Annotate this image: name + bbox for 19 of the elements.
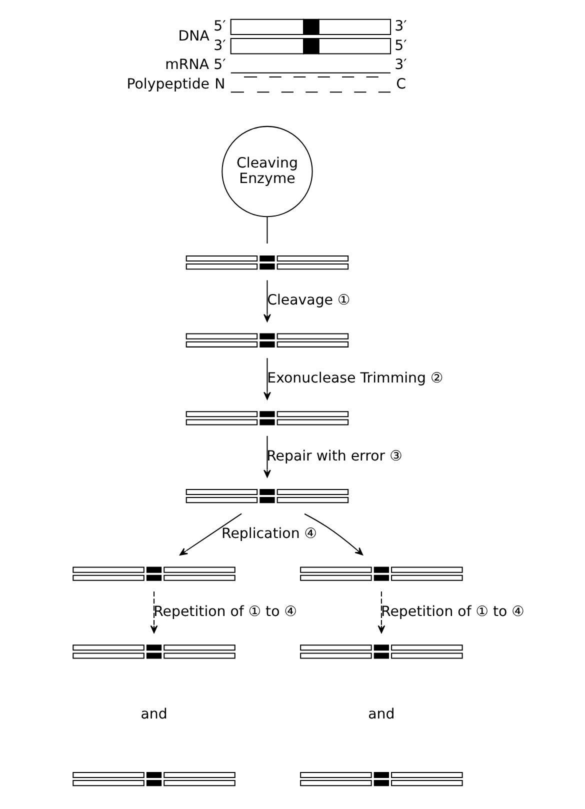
- edge-label: Repetition of ① to ④: [153, 604, 296, 620]
- label: DNA: [178, 28, 209, 44]
- edge-label: Exonuclease Trimming ②: [266, 370, 443, 387]
- label: N: [214, 76, 225, 92]
- label: 3′: [213, 38, 226, 54]
- label: 5′: [394, 38, 406, 54]
- label: 5′: [213, 18, 226, 35]
- label: C: [396, 76, 406, 92]
- label: 3′: [394, 18, 406, 35]
- edge-label: Replication ④: [221, 526, 316, 542]
- edge-label: Cleavage ①: [266, 292, 350, 309]
- edge-label: Repetition of ① to ④: [380, 604, 524, 620]
- label: 3′: [394, 57, 406, 74]
- edge-label: Repair with error ③: [266, 448, 402, 464]
- label: Polypeptide: [126, 76, 210, 92]
- label: and: [140, 706, 167, 723]
- label: and: [368, 706, 394, 723]
- label: 5′: [213, 57, 226, 74]
- label: mRNA: [164, 57, 208, 74]
